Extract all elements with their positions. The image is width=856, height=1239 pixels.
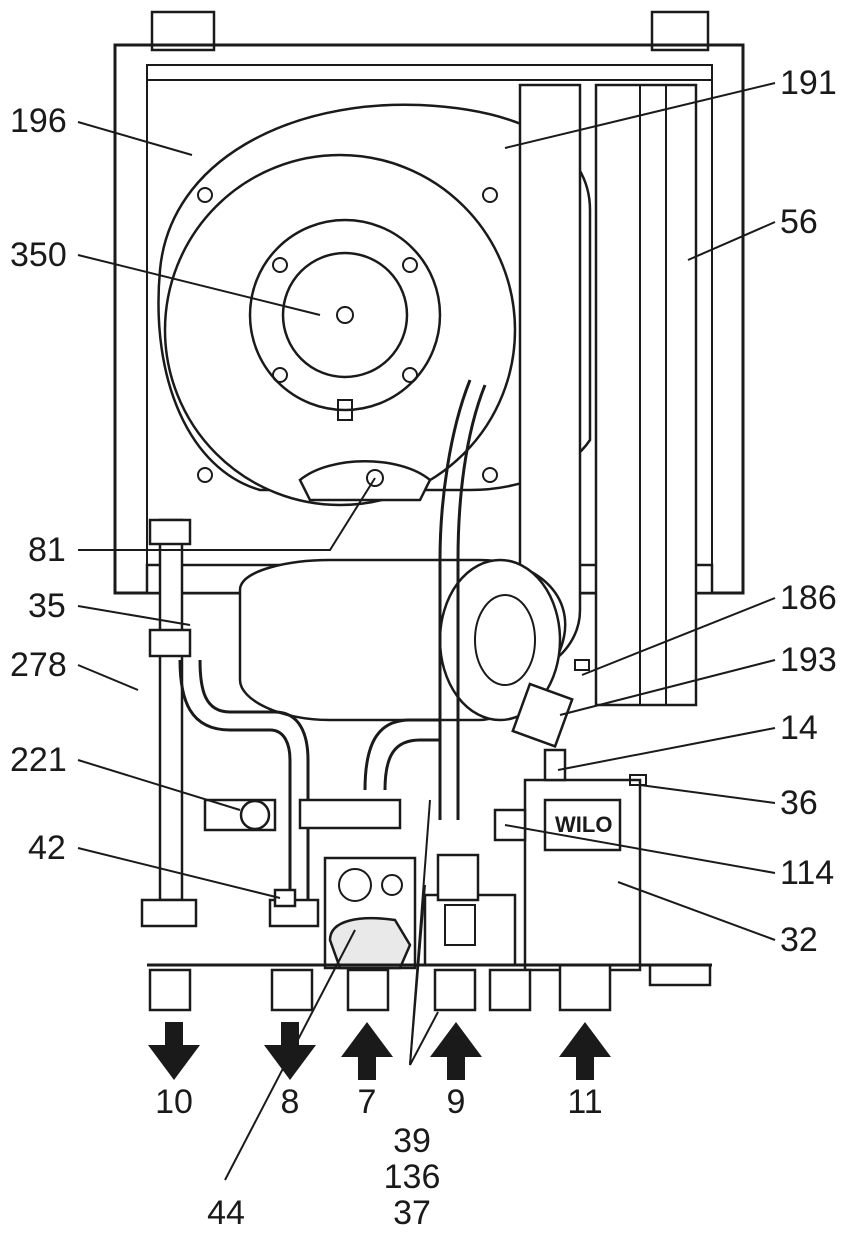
label-37: 37: [393, 1194, 431, 1232]
flow-pipe-center: [363, 718, 440, 791]
label-35: 35: [28, 587, 66, 625]
label-9: 9: [446, 1083, 466, 1121]
label-114: 114: [780, 854, 835, 892]
label-193: 193: [780, 641, 837, 679]
label-278: 278: [10, 646, 67, 684]
leader-350: [77, 254, 321, 316]
leader-114: [504, 824, 776, 874]
label-81: 81: [28, 531, 66, 569]
label-7: 7: [357, 1083, 377, 1121]
connection-stub-10: [148, 968, 192, 1012]
leader-14: [557, 727, 776, 771]
leader-32: [617, 881, 776, 941]
label-11: 11: [567, 1083, 603, 1121]
label-136: 136: [383, 1158, 441, 1196]
leader-221: [77, 759, 241, 811]
label-221: 221: [10, 741, 67, 779]
pump-brand-text: WILO: [555, 812, 613, 837]
connection-stub-7: [346, 968, 390, 1012]
gas-supply-pipe: [438, 379, 487, 820]
label-42: 42: [28, 829, 66, 867]
pressure-switch: [493, 808, 527, 842]
leader-193: [559, 659, 776, 716]
expansion-vessel: [594, 83, 698, 707]
leader-56: [687, 221, 776, 261]
label-8: 8: [280, 1083, 300, 1121]
label-186: 186: [780, 579, 837, 617]
label-14: 14: [780, 709, 818, 747]
arrow-in-11: [559, 1022, 611, 1080]
leader-186: [581, 597, 776, 676]
label-39: 39: [393, 1122, 431, 1160]
fan-motor-hub: [281, 251, 409, 379]
label-350: 350: [10, 236, 67, 274]
leader-36: [639, 784, 776, 804]
arrow-in-9: [430, 1022, 482, 1080]
label-191: 191: [780, 64, 837, 102]
arrow-in-7: [341, 1022, 393, 1080]
leader-81: [78, 477, 376, 551]
air-vent: [511, 682, 574, 748]
label-10: 10: [155, 1083, 193, 1121]
label-196: 196: [10, 102, 67, 140]
temperature-sensor-clip: [273, 888, 297, 908]
arrow-out-10: [148, 1022, 200, 1080]
leader-278: [77, 664, 139, 691]
connection-stub-right: [648, 963, 712, 987]
sensor-plate: [298, 460, 432, 502]
label-44: 44: [207, 1194, 245, 1232]
diverter-motor: [328, 916, 412, 970]
gas-valve-coil: [436, 853, 480, 902]
leader-42: [77, 847, 281, 899]
leader-39c: [409, 799, 431, 1066]
leader-196: [77, 121, 193, 156]
label-36: 36: [780, 784, 818, 822]
connection-stub-9: [433, 968, 477, 1012]
connection-stub-8: [270, 968, 314, 1012]
label-32: 32: [780, 921, 818, 959]
leader-39b: [409, 1011, 439, 1066]
leader-44: [224, 929, 356, 1181]
flow-pipe-left: [158, 518, 184, 902]
leader-191: [504, 82, 776, 149]
leader-35: [77, 605, 191, 626]
return-pipe: [178, 659, 310, 915]
connection-stub-11: [558, 963, 612, 1012]
arrow-out-8: [264, 1022, 316, 1080]
label-56: 56: [780, 203, 818, 241]
connection-stub-extra: [488, 968, 532, 1012]
pump-brand-badge: [543, 798, 622, 852]
